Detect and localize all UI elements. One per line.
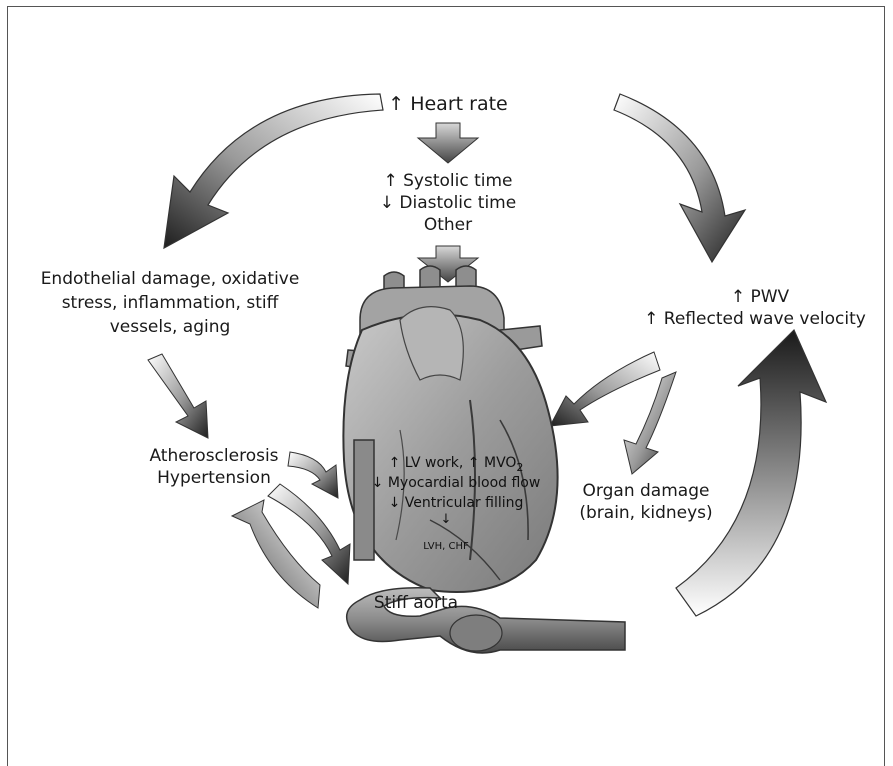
arrow-pwv-to-heart	[550, 352, 660, 426]
hypertension-label: Hypertension	[124, 467, 304, 489]
lv-work-text: ↑ LV work, ↑ MVO	[389, 455, 517, 471]
curved-arrow-top-right	[614, 94, 745, 262]
lvh-down-arrow: ↓	[426, 512, 466, 528]
organ-damage-line-1: Organ damage	[556, 480, 736, 502]
systolic-label: ↑ Systolic time	[348, 170, 548, 192]
other-label: Other	[348, 214, 548, 236]
endothelial-line-3: vessels, aging	[30, 316, 310, 338]
lv-work-subscript: 2	[516, 461, 523, 474]
curved-arrow-aorta-to-pwv	[676, 330, 826, 616]
pwv-label: ↑ PWV	[640, 286, 880, 308]
block-arrow-heart-rate	[418, 123, 478, 163]
endothelial-line-2: stress, inflammation, stiff	[30, 292, 310, 314]
organ-damage-line-2: (brain, kidneys)	[556, 502, 736, 524]
myocardial-flow-label: ↓ Myocardial blood flow	[356, 474, 556, 492]
heart-rate-label: ↑ Heart rate	[348, 92, 548, 116]
reflected-wave-label: ↑ Reflected wave velocity	[630, 308, 880, 330]
arrow-endothelial-to-atherosclerosis	[148, 354, 208, 438]
atherosclerosis-label: Atherosclerosis	[124, 445, 304, 467]
endothelial-line-1: Endothelial damage, oxidative	[30, 268, 310, 290]
ventricular-filling-label: ↓ Ventricular filling	[356, 494, 556, 512]
diastolic-label: ↓ Diastolic time	[348, 192, 548, 214]
lvh-chf-label: LVH, CHF	[406, 540, 486, 554]
stiff-aorta-label: Stiff aorta	[346, 592, 486, 614]
arrow-pwv-to-organ	[624, 372, 676, 474]
